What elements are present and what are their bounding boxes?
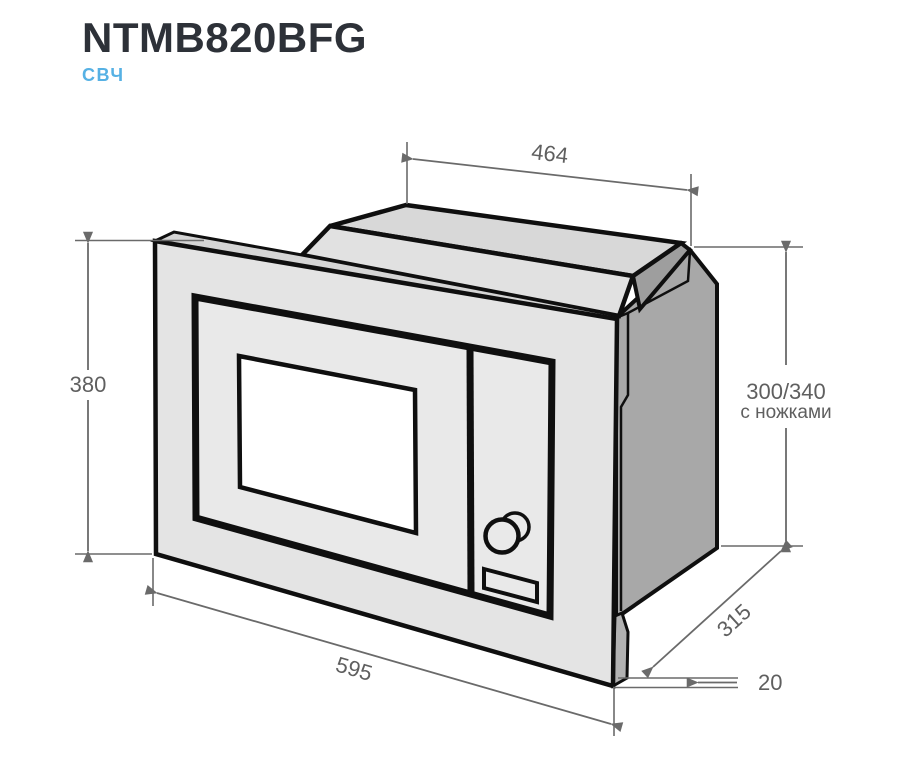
control-knob	[483, 517, 521, 555]
dimension-line	[401, 152, 699, 197]
body-flange-crease	[619, 313, 630, 611]
dim-front-overhang-label: 20	[758, 670, 782, 695]
dim-depth-label: 315	[712, 599, 756, 642]
body-side-flange	[614, 247, 719, 621]
dim-top-width-label: 464	[530, 139, 569, 168]
dimension-line	[641, 539, 793, 679]
dim-right-height-label: 300/340	[746, 379, 826, 404]
dimension-left-height: 380	[70, 231, 204, 563]
door-window	[236, 353, 419, 536]
dimension-front-overhang: 20	[613, 670, 782, 695]
dimension-right-height: 300/340 с ножками	[694, 240, 832, 553]
dim-bottom-width-label: 595	[333, 652, 375, 686]
dimension-line	[144, 585, 624, 732]
control-panel-divider	[466, 347, 475, 594]
product-category: СВЧ	[82, 65, 125, 86]
header: NTMB820BFG СВЧ	[82, 14, 368, 86]
body-flange-top-edge	[615, 250, 692, 320]
dim-right-height-note: с ножками	[740, 402, 831, 423]
dim-left-height-label: 380	[70, 372, 107, 397]
product-title: NTMB820BFG	[82, 14, 368, 61]
dimension-top-width: 464	[401, 139, 699, 246]
